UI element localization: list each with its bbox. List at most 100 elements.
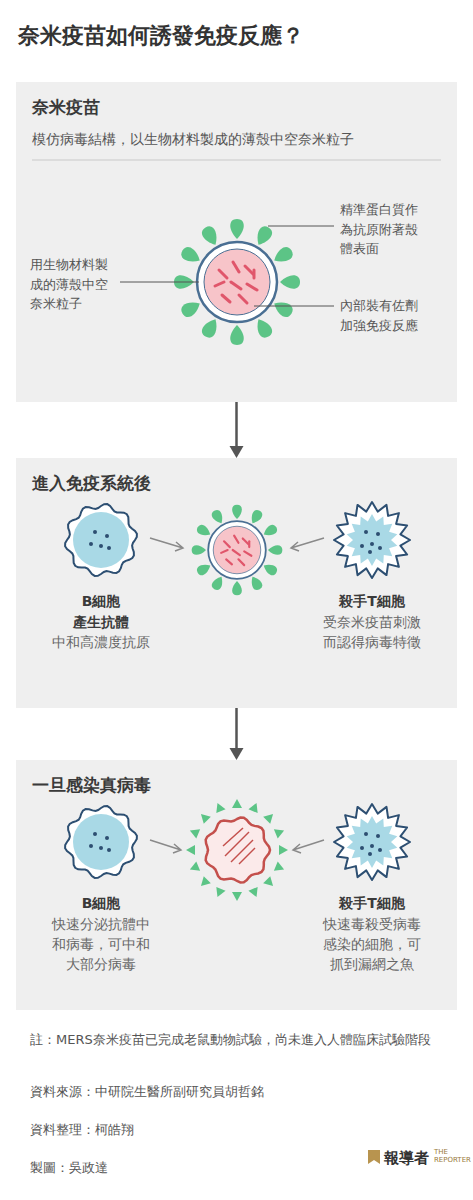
antigen-spike bbox=[210, 508, 226, 525]
cell-name: 殺手T細胞 bbox=[339, 592, 405, 612]
nanoparticle bbox=[192, 505, 283, 596]
leader-line bbox=[268, 226, 334, 227]
cell-group: B細胞產生抗體中和高濃度抗原 bbox=[36, 500, 166, 652]
virus-rna bbox=[225, 832, 249, 856]
adjuvant bbox=[222, 295, 230, 302]
small-arrow bbox=[293, 840, 324, 853]
cell-dot bbox=[99, 846, 103, 850]
cell-description: 快速毒殺受病毒感染的細胞，可抓到漏網之魚 bbox=[320, 914, 424, 975]
cell-dot bbox=[376, 532, 380, 536]
panel-background bbox=[16, 760, 457, 1010]
panel-backgrounds bbox=[16, 82, 457, 1010]
virus-spike bbox=[274, 826, 286, 839]
antigen-spike bbox=[248, 574, 264, 591]
panel-heading: 奈米疫苗 bbox=[32, 96, 441, 118]
virus-spike bbox=[232, 892, 242, 901]
b-cell-icon bbox=[61, 500, 141, 580]
cell-dot bbox=[378, 546, 382, 550]
cell-dot bbox=[89, 542, 93, 546]
cell-dot bbox=[378, 848, 382, 852]
cell-dot bbox=[364, 832, 368, 836]
arrow-head bbox=[230, 446, 244, 458]
cell-dot bbox=[93, 832, 97, 836]
antigen-spike bbox=[232, 505, 242, 519]
adjuvant bbox=[219, 270, 227, 278]
virus-spike bbox=[263, 810, 276, 823]
arrow-shaft bbox=[235, 708, 238, 750]
cell-dot bbox=[89, 844, 93, 848]
antigen-spike bbox=[195, 561, 212, 577]
cell-membrane bbox=[65, 504, 137, 576]
divider-line bbox=[32, 160, 441, 161]
virus-spike bbox=[186, 845, 195, 855]
cell-dot bbox=[99, 544, 103, 548]
small-arrow bbox=[291, 538, 324, 551]
adjuvant bbox=[253, 270, 256, 278]
virus-spike bbox=[213, 801, 226, 813]
cell-name: B細胞 bbox=[82, 894, 121, 914]
virus-spike bbox=[274, 861, 286, 874]
antigen-spike bbox=[268, 545, 282, 555]
adjuvant bbox=[247, 284, 257, 290]
cell-dot bbox=[360, 846, 364, 850]
adjuvant bbox=[234, 536, 238, 543]
logo-text: THE REPORTER bbox=[434, 1148, 468, 1164]
virus-rna bbox=[231, 840, 253, 862]
core bbox=[213, 526, 261, 574]
cell-dot bbox=[376, 834, 380, 838]
panel-background bbox=[16, 458, 457, 708]
diagram-title: 奈米疫苗如何誘發免疫反應？ bbox=[18, 22, 455, 51]
footnote: 註：MERS奈米疫苗已完成老鼠動物試驗，尚未進入人體臨床試驗階段 bbox=[30, 1030, 445, 1050]
small-arrow bbox=[150, 840, 181, 853]
antigen-spike bbox=[261, 523, 278, 539]
cell-dot bbox=[364, 530, 368, 534]
cell-description: 快速分泌抗體中和病毒，可中和大部分病毒 bbox=[49, 914, 153, 975]
b-cell-icon bbox=[61, 802, 141, 882]
leader-line bbox=[254, 306, 334, 307]
flow-arrow bbox=[230, 708, 244, 760]
panel-heading: 進入免疫系統後 bbox=[32, 472, 441, 494]
antigen-spike bbox=[200, 316, 222, 340]
adjuvant bbox=[243, 538, 249, 544]
panel-band: 奈米疫苗模仿病毒結構，以生物材料製成的薄殼中空奈米粒子 bbox=[16, 82, 457, 402]
cell-nucleus bbox=[73, 814, 129, 870]
logo-icon bbox=[368, 1150, 380, 1164]
cell-description: 中和高濃度抗原 bbox=[49, 632, 153, 652]
antigen-spike bbox=[195, 523, 212, 539]
callout-text: 用生物材料製成的薄殼中空奈米粒子 bbox=[30, 255, 116, 314]
virus-spike bbox=[279, 845, 288, 855]
footnote: 製圖：吳政達 bbox=[30, 1158, 330, 1178]
panel-heading: 一旦感染真病毒 bbox=[32, 774, 441, 796]
cell-group: 殺手T細胞受奈米疫苗刺激而認得病毒特徵 bbox=[307, 500, 437, 652]
cell-dot bbox=[107, 848, 111, 852]
flow-arrow bbox=[230, 402, 244, 458]
cell-icon bbox=[332, 802, 412, 886]
arrow-shaft bbox=[235, 402, 238, 448]
virus-spike bbox=[188, 826, 200, 839]
cell-nucleus bbox=[347, 514, 398, 566]
small-arrow bbox=[150, 538, 183, 551]
adjuvant bbox=[239, 295, 247, 303]
adjuvant bbox=[233, 262, 239, 272]
shell bbox=[197, 242, 277, 322]
footnote: 資料整理：柯皓翔 bbox=[30, 1120, 330, 1140]
antigen-spike bbox=[230, 325, 244, 345]
cell-description: 產生抗體 bbox=[73, 612, 129, 632]
antigen-spike bbox=[271, 298, 295, 320]
virus-spike bbox=[263, 876, 276, 889]
cell-dot bbox=[105, 534, 109, 538]
panel-band: 進入免疫系統後 B細胞產生抗體中和高濃度抗原 殺手T細胞受奈米疫苗刺激而認得病毒特徵 bbox=[16, 458, 457, 708]
antigen-spike bbox=[261, 561, 278, 577]
virus bbox=[186, 799, 288, 901]
antigen-spike bbox=[248, 508, 264, 525]
arrow-head bbox=[230, 748, 244, 760]
antigen-spike bbox=[200, 224, 222, 248]
cell-group: 殺手T細胞快速毒殺受病毒感染的細胞，可抓到漏網之魚 bbox=[307, 802, 437, 974]
antigen-spike bbox=[192, 545, 206, 555]
adjuvant bbox=[224, 541, 230, 547]
virus-spike bbox=[197, 876, 210, 889]
virus-rna bbox=[223, 828, 243, 846]
t-cell-icon bbox=[332, 500, 412, 580]
adjuvant bbox=[231, 282, 241, 289]
cell-dot bbox=[93, 530, 97, 534]
